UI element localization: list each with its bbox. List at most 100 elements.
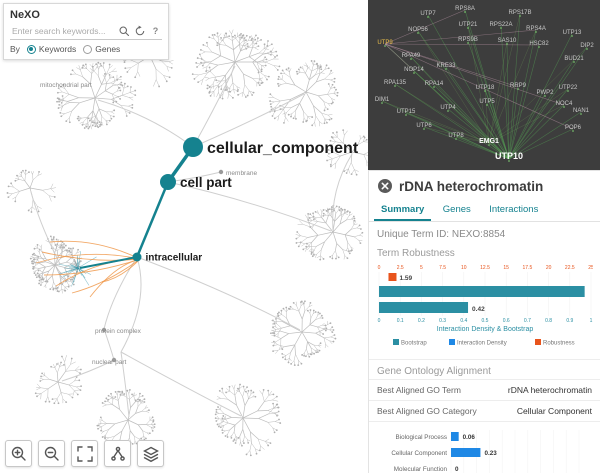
term-detail-panel: rDNA heterochromatin Summary Genes Inter… [368, 170, 600, 473]
layers-button[interactable] [137, 440, 164, 467]
tab-interactions[interactable]: Interactions [489, 204, 539, 215]
svg-text:15: 15 [503, 265, 509, 271]
gene-node-EMG1[interactable]: EMG1 [479, 138, 499, 145]
tree-node-label[interactable]: cell part [180, 175, 232, 190]
svg-text:10: 10 [461, 265, 467, 271]
svg-text:0.6: 0.6 [503, 318, 510, 324]
radio-keywords[interactable]: Keywords [26, 44, 77, 54]
subtree-icon [110, 446, 125, 461]
tree-node-cell part[interactable] [160, 174, 176, 190]
close-icon[interactable] [377, 178, 393, 194]
detail-tabs: Summary Genes Interactions [369, 199, 600, 222]
gene-node-UTP9[interactable]: UTP9 [377, 40, 393, 46]
gene-node-RPS22A[interactable]: RPS22A [489, 22, 512, 28]
tab-summary[interactable]: Summary [374, 201, 432, 221]
radio-genes[interactable]: Genes [83, 44, 120, 54]
gene-node-RPS4A[interactable]: RPS4A [526, 26, 546, 32]
gene-node-UTP7[interactable]: UTP7 [420, 11, 436, 17]
svg-text:0.5: 0.5 [482, 318, 489, 324]
gene-node-UTP18[interactable]: UTP18 [476, 85, 495, 91]
gene-node-DIP2[interactable]: DIP2 [580, 43, 594, 49]
help-icon[interactable]: ? [152, 25, 159, 36]
zoom-in-icon [11, 446, 26, 461]
gene-node-NAN1[interactable]: NAN1 [573, 108, 590, 114]
subtree-button[interactable] [104, 440, 131, 467]
svg-text:0.2: 0.2 [418, 318, 425, 324]
tree-node-intracellular[interactable] [132, 252, 142, 262]
gene-node-RPA135[interactable]: RPA135 [384, 80, 407, 86]
gene-node-BUD21[interactable]: BUD21 [564, 56, 584, 62]
gene-node-HSC82[interactable]: HSC82 [529, 41, 549, 47]
gene-node-NOC4[interactable]: NOC4 [556, 101, 573, 107]
svg-text:0.3: 0.3 [439, 318, 446, 324]
gene-node-UTP22[interactable]: UTP22 [559, 85, 578, 91]
gene-node-RPA14[interactable]: RPA14 [425, 81, 444, 87]
radio-dot-genes [83, 44, 93, 54]
gene-node-UTP8[interactable]: UTP8 [448, 133, 464, 139]
gene-node-UTP13[interactable]: UTP13 [563, 30, 582, 36]
gene-node-KRE33[interactable]: KRE33 [436, 63, 456, 69]
gene-node-UTP10[interactable]: UTP10 [495, 151, 523, 161]
gene-node-NOP56[interactable]: NOP56 [408, 27, 428, 33]
term-title: rDNA heterochromatin [399, 178, 544, 194]
alignment-category: Molecular Function [394, 466, 448, 473]
legend-label: Interaction Density [457, 341, 507, 347]
gene-node-RRP9[interactable]: RRP9 [510, 83, 527, 89]
by-label: By [10, 44, 20, 54]
gene-node-RPS9B[interactable]: RPS9B [458, 37, 478, 43]
zoom-in-button[interactable] [5, 440, 32, 467]
app-title: NeXO [10, 9, 40, 21]
tree-term-label[interactable]: mitochondrial part [40, 82, 92, 89]
gene-node-DIM1[interactable]: DIM1 [375, 97, 390, 103]
reset-icon[interactable] [133, 24, 146, 37]
zoom-controls [5, 440, 164, 467]
gene-node-UTP4[interactable]: UTP4 [440, 105, 456, 111]
tree-term-label[interactable]: nuclear part [92, 359, 127, 366]
tree-term-label[interactable]: membrane [226, 170, 257, 177]
gene-node-POP6[interactable]: POP6 [565, 125, 582, 131]
go-term-row: Best Aligned GO Term rDNA heterochromati… [369, 379, 600, 400]
robustness-heading: Term Robustness [377, 248, 455, 259]
gene-node-RPS8A[interactable]: RPS8A [455, 6, 475, 12]
tab-genes[interactable]: Genes [442, 204, 471, 215]
fit-to-screen-button[interactable] [71, 440, 98, 467]
zoom-out-button[interactable] [38, 440, 65, 467]
gene-node-PWP2[interactable]: PWP2 [536, 90, 554, 96]
radio-label-keywords: Keywords [38, 44, 77, 54]
svg-text:1: 1 [590, 318, 593, 324]
tree-term-label[interactable]: protein complex [95, 328, 142, 335]
alignment-value: 0.23 [484, 450, 497, 457]
tree-node-cellular_component[interactable] [183, 137, 203, 157]
go-category-value: Cellular Component [516, 406, 592, 416]
gene-node-RPS17B[interactable]: RPS17B [508, 10, 531, 16]
go-category-row: Best Aligned GO Category Cellular Compon… [369, 400, 600, 421]
gene-node-UTP5[interactable]: UTP5 [479, 99, 495, 105]
tree-node-label[interactable]: cellular_component [207, 140, 359, 157]
alignment-bar [451, 432, 459, 441]
legend-swatch [449, 339, 455, 345]
svg-text:0.7: 0.7 [524, 318, 531, 324]
svg-text:0.1: 0.1 [397, 318, 404, 324]
gene-node-UTP15[interactable]: UTP15 [397, 109, 416, 115]
search-icon[interactable] [117, 24, 130, 37]
svg-text:20: 20 [546, 265, 552, 271]
gene-node-SAS10[interactable]: SAS10 [498, 38, 517, 44]
search-input[interactable] [10, 24, 114, 37]
go-category-label: Best Aligned GO Category [377, 406, 477, 416]
search-mode-row: By Keywords Genes [10, 44, 162, 54]
alignment-bar [451, 448, 481, 457]
svg-text:0.4: 0.4 [460, 318, 467, 324]
alignment-heading: Gene Ontology Alignment [369, 359, 600, 379]
svg-text:0.9: 0.9 [566, 318, 573, 324]
interaction-density-bar [379, 302, 469, 313]
search-panel: NeXO ? By Keywords Genes [3, 3, 169, 60]
gene-node-UTP21[interactable]: UTP21 [459, 22, 478, 28]
tree-node-label[interactable]: intracellular [146, 253, 203, 264]
gene-node-UTP6[interactable]: UTP6 [416, 123, 432, 129]
gene-node-RPA49[interactable]: RPA49 [402, 53, 421, 59]
gene-node-NOP14[interactable]: NOP14 [404, 67, 424, 73]
